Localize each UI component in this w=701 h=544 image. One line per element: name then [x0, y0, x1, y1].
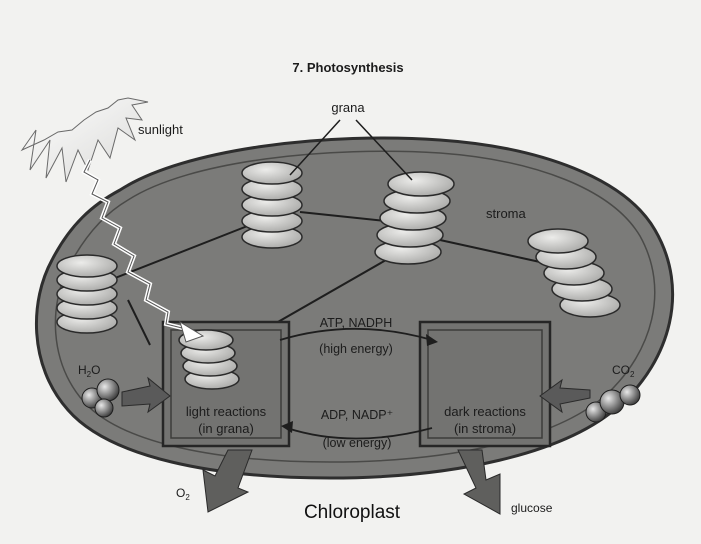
low-energy-label: (low energy)	[323, 436, 392, 450]
dark-reactions-label: dark reactions	[444, 404, 526, 419]
adp-nadp-label: ADP, NADP⁺	[321, 408, 393, 422]
dark-reactions-box: dark reactions (in stroma)	[420, 322, 550, 446]
light-reactions-label: light reactions	[186, 404, 267, 419]
granum-top-center	[242, 162, 302, 248]
chloroplast-caption: Chloroplast	[304, 502, 401, 523]
stroma-label: stroma	[486, 206, 527, 221]
granum-left	[57, 255, 117, 333]
dark-reactions-location: (in stroma)	[454, 421, 516, 436]
grana-label: grana	[331, 100, 365, 115]
glucose-label: glucose	[511, 501, 553, 515]
high-energy-label: (high energy)	[319, 342, 393, 356]
sunlight-label: sunlight	[138, 122, 183, 137]
light-reactions-location: (in grana)	[198, 421, 254, 436]
atp-nadph-label: ATP, NADPH	[320, 316, 392, 330]
figure-title: 7. Photosynthesis	[292, 60, 403, 75]
